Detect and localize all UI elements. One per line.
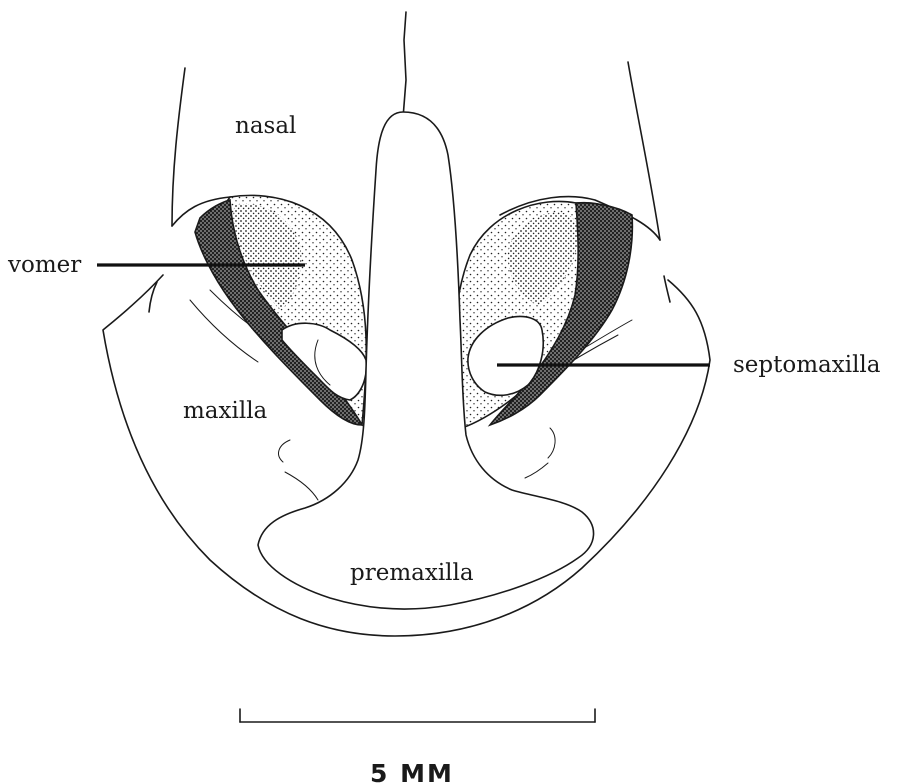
- right-nasal-capsule: [454, 201, 632, 428]
- premaxilla-label: premaxilla: [350, 560, 474, 586]
- scale-bar-label: 5 MM: [370, 759, 454, 784]
- vomer-label: vomer: [7, 252, 81, 278]
- septomaxilla-label: septomaxilla: [733, 352, 881, 378]
- scale-bar: 5 MM: [240, 709, 595, 784]
- maxilla-label: maxilla: [183, 398, 268, 424]
- nasal-label: nasal: [235, 113, 296, 139]
- left-nasal-capsule: [195, 195, 366, 425]
